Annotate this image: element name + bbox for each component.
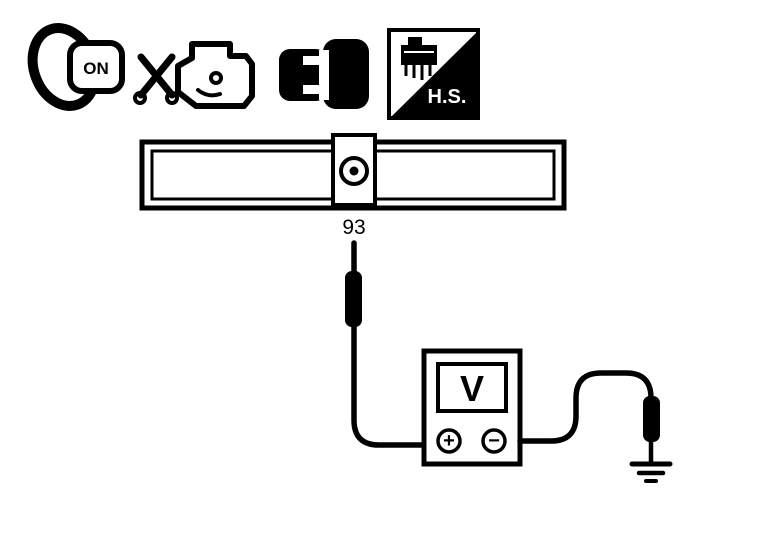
scissors-x-icon (137, 53, 176, 99)
lead-wire-right (517, 370, 654, 444)
key-head-shape (67, 40, 125, 94)
pin-number-label: 93 (342, 216, 365, 239)
breakout-box-glyph (401, 37, 437, 80)
connector-disconnected-icon (279, 39, 369, 109)
connector-gap-vertical (319, 50, 329, 100)
ignition-on-icon: ON (27, 23, 125, 111)
voltmeter: V + − (421, 348, 523, 467)
lead-wire-left (351, 240, 427, 448)
connector-gap-top (303, 56, 321, 65)
probe-terminal-left (345, 271, 362, 327)
scan-tool-label: H.S. (428, 86, 467, 108)
positive-terminal-label: + (443, 430, 455, 452)
scan-tool-icon: H.S. (387, 28, 480, 120)
engine-off-icon (133, 41, 255, 109)
positive-terminal: + (436, 428, 462, 454)
scissors-loop-left (133, 91, 147, 105)
test-lead-left (345, 240, 427, 448)
voltmeter-display (436, 362, 508, 413)
probe-terminal-right (643, 396, 660, 442)
negative-terminal-label: − (488, 430, 500, 452)
ground-symbol (629, 461, 673, 483)
connector-half-right (323, 39, 369, 109)
scissors-loop-right (165, 91, 179, 105)
connector-gap-bottom (303, 85, 321, 94)
scan-tool-diagonal-fill (391, 32, 477, 117)
engine-detail-dot (209, 71, 223, 85)
test-lead-right (517, 370, 660, 467)
component-connector-bar (139, 133, 567, 211)
ignition-on-label: ON (83, 59, 109, 78)
pin-cavity-dot (349, 166, 359, 176)
negative-terminal: − (481, 428, 507, 454)
engine-detail-curve (196, 88, 222, 98)
voltmeter-display-label: V (460, 368, 484, 409)
